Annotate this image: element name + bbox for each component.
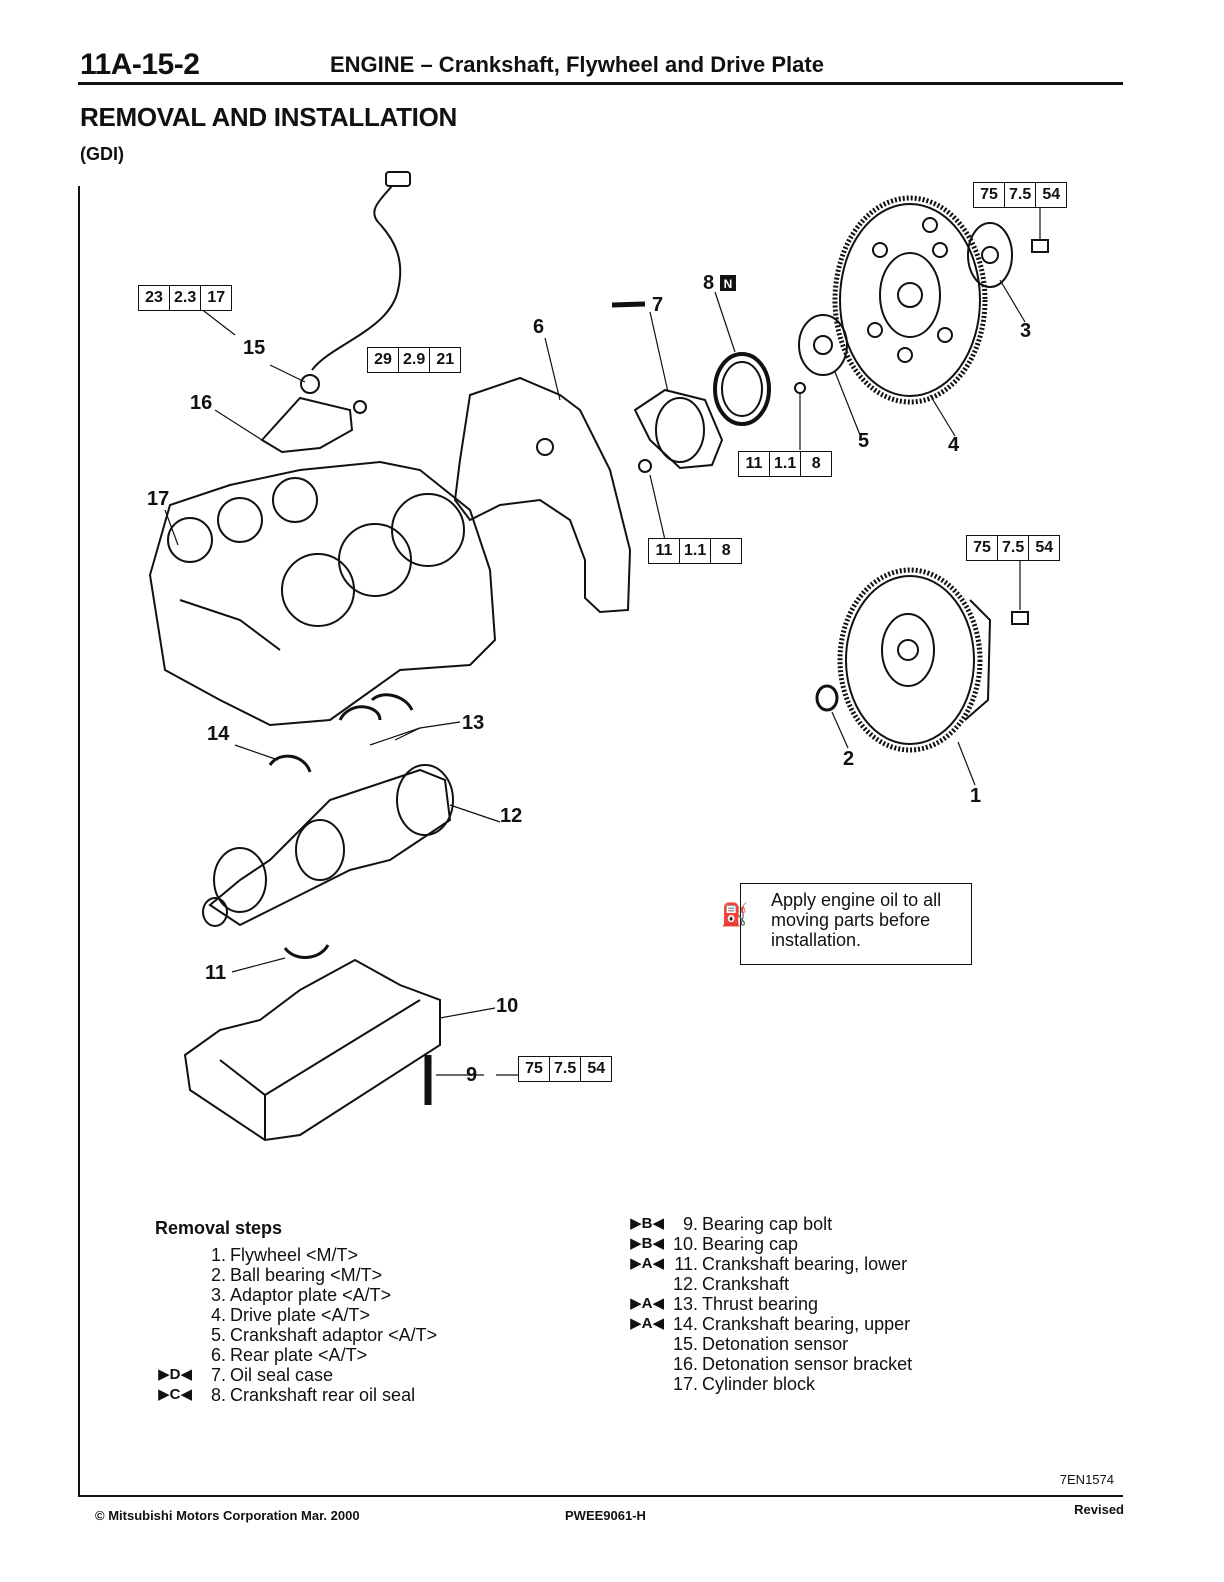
ball-bearing-drawing bbox=[815, 684, 839, 712]
upper-bearing-drawing bbox=[268, 754, 312, 773]
step-item: ▶A◀13.Thrust bearing bbox=[630, 1294, 819, 1314]
flywheel-drawing bbox=[837, 567, 992, 753]
step-item: 3.Adaptor plate <A/T> bbox=[210, 1285, 392, 1305]
step-item: 2.Ball bearing <M/T> bbox=[210, 1265, 383, 1285]
footer-revision: Revised bbox=[1074, 1502, 1124, 1517]
callout-3: 3 bbox=[1020, 320, 1032, 342]
step-item: 1.Flywheel <M/T> bbox=[210, 1245, 359, 1265]
callout-6: 6 bbox=[533, 316, 545, 338]
figure-id: 7EN1574 bbox=[1059, 1472, 1114, 1487]
adaptor-plate-drawing bbox=[967, 222, 1013, 288]
step-item: 6.Rear plate <A/T> bbox=[210, 1345, 368, 1365]
cylinder-block-drawing bbox=[148, 460, 497, 727]
footer-doc-code: PWEE9061-H bbox=[565, 1508, 646, 1523]
step-item: 17.Cylinder block bbox=[672, 1374, 816, 1394]
detonation-sensor-drawing bbox=[300, 171, 411, 394]
crankshaft-drawing bbox=[202, 764, 454, 927]
sensor-bolt-drawing bbox=[353, 400, 367, 414]
new-part-letter: N bbox=[724, 277, 733, 291]
oil-note-text: Apply engine oil to all moving parts bef… bbox=[771, 890, 942, 950]
removal-steps-left: 1.Flywheel <M/T> 2.Ball bearing <M/T> 3.… bbox=[150, 1245, 437, 1405]
removal-steps-heading: Removal steps bbox=[155, 1218, 283, 1238]
callout-10: 10 bbox=[496, 995, 519, 1017]
callout-1: 1 bbox=[970, 785, 982, 807]
step-item: 15.Detonation sensor bbox=[672, 1334, 849, 1354]
callout-4: 4 bbox=[948, 434, 960, 456]
bearing-cap-drawing bbox=[183, 958, 441, 1142]
oil-seal-case-drawing bbox=[633, 388, 724, 470]
callout-13: 13 bbox=[462, 712, 485, 734]
new-part-icon bbox=[720, 275, 736, 291]
lower-bearing-drawing bbox=[283, 944, 330, 959]
callout-9: 9 bbox=[466, 1064, 478, 1086]
oil-note-box: ⛽ Apply engine oil to all moving parts b… bbox=[721, 883, 972, 965]
footer-copyright: © Mitsubishi Motors Corporation Mar. 200… bbox=[95, 1508, 360, 1523]
crankshaft-adaptor-drawing bbox=[798, 314, 848, 376]
oil-seal-drawing bbox=[713, 352, 771, 426]
section-title: REMOVAL AND INSTALLATION bbox=[80, 102, 457, 132]
callout-14: 14 bbox=[207, 723, 230, 745]
step-item: 12.Crankshaft bbox=[672, 1274, 790, 1294]
drive-plate-drawing bbox=[832, 195, 988, 405]
step-item: ▶B◀9.Bearing cap bolt bbox=[630, 1214, 833, 1234]
thrust-bearing-drawing bbox=[338, 705, 382, 721]
callout-12: 12 bbox=[500, 805, 523, 827]
header-rule bbox=[78, 82, 1123, 85]
callout-7: 7 bbox=[652, 294, 664, 316]
callout-16: 16 bbox=[190, 392, 213, 414]
callout-8: 8 bbox=[703, 272, 715, 294]
header-title: ENGINE – Crankshaft, Flywheel and Drive … bbox=[330, 52, 824, 77]
oil-can-icon: ⛽ bbox=[721, 902, 749, 927]
rear-plate-drawing bbox=[453, 376, 632, 614]
step-item: 5.Crankshaft adaptor <A/T> bbox=[210, 1325, 438, 1345]
step-item: ▶A◀14.Crankshaft bearing, upper bbox=[630, 1314, 911, 1334]
callout-5: 5 bbox=[858, 430, 870, 452]
sensor-bracket-drawing bbox=[260, 396, 354, 454]
callout-2: 2 bbox=[843, 748, 855, 770]
step-item: ▶D◀7.Oil seal case bbox=[158, 1365, 334, 1385]
step-item: ▶A◀11.Crankshaft bearing, lower bbox=[630, 1254, 908, 1274]
step-item: ▶C◀8.Crankshaft rear oil seal bbox=[158, 1385, 416, 1405]
frame-left-rule bbox=[78, 186, 80, 1496]
step-item: 4.Drive plate <A/T> bbox=[210, 1305, 371, 1325]
step-item: 16.Detonation sensor bracket bbox=[672, 1354, 913, 1374]
step-item: ▶B◀10.Bearing cap bbox=[630, 1234, 799, 1254]
callout-17: 17 bbox=[147, 488, 170, 510]
drive-plate-bolt-drawing bbox=[1031, 239, 1049, 253]
frame-bottom-rule bbox=[78, 1495, 1123, 1497]
callout-11: 11 bbox=[205, 962, 227, 984]
callout-15: 15 bbox=[243, 337, 266, 359]
page-number: 11A-15-2 bbox=[80, 48, 200, 81]
flywheel-bolt-drawing bbox=[1011, 611, 1029, 625]
removal-steps-right: ▶B◀9.Bearing cap bolt ▶B◀10.Bearing cap … bbox=[622, 1214, 912, 1394]
section-subtitle: (GDI) bbox=[80, 144, 124, 164]
